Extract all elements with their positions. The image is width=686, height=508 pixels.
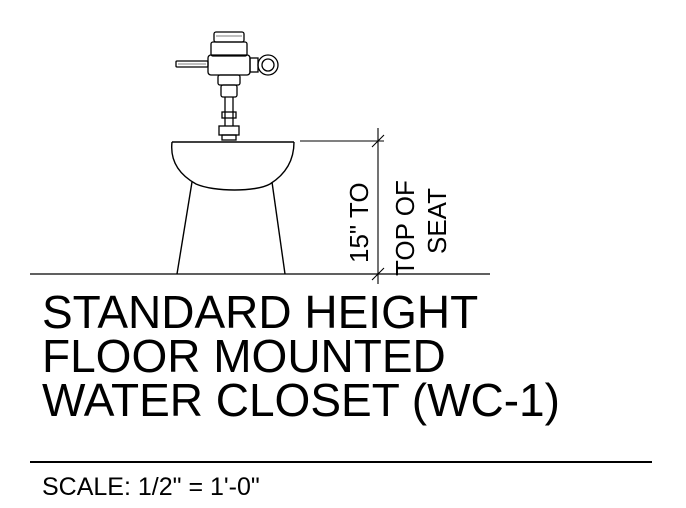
drawing-title: STANDARD HEIGHT FLOOR MOUNTED WATER CLOS… (42, 286, 672, 426)
dimension-reference-line-1: TOP OF (390, 180, 420, 276)
scale-label: SCALE: 1/2" = 1'-0" (42, 473, 260, 501)
dimension-reference-line-2: SEAT (422, 188, 452, 254)
title-underline (30, 461, 652, 463)
title-line-1: STANDARD HEIGHT (42, 286, 479, 338)
title-line-3: WATER CLOSET (WC-1) (42, 374, 560, 426)
dimension-height-label: 15" TO (344, 182, 374, 263)
flush-valve-icon (175, 31, 279, 141)
toilet-bowl-icon (171, 141, 295, 275)
height-dimension (300, 128, 385, 284)
title-line-2: FLOOR MOUNTED (42, 330, 446, 382)
